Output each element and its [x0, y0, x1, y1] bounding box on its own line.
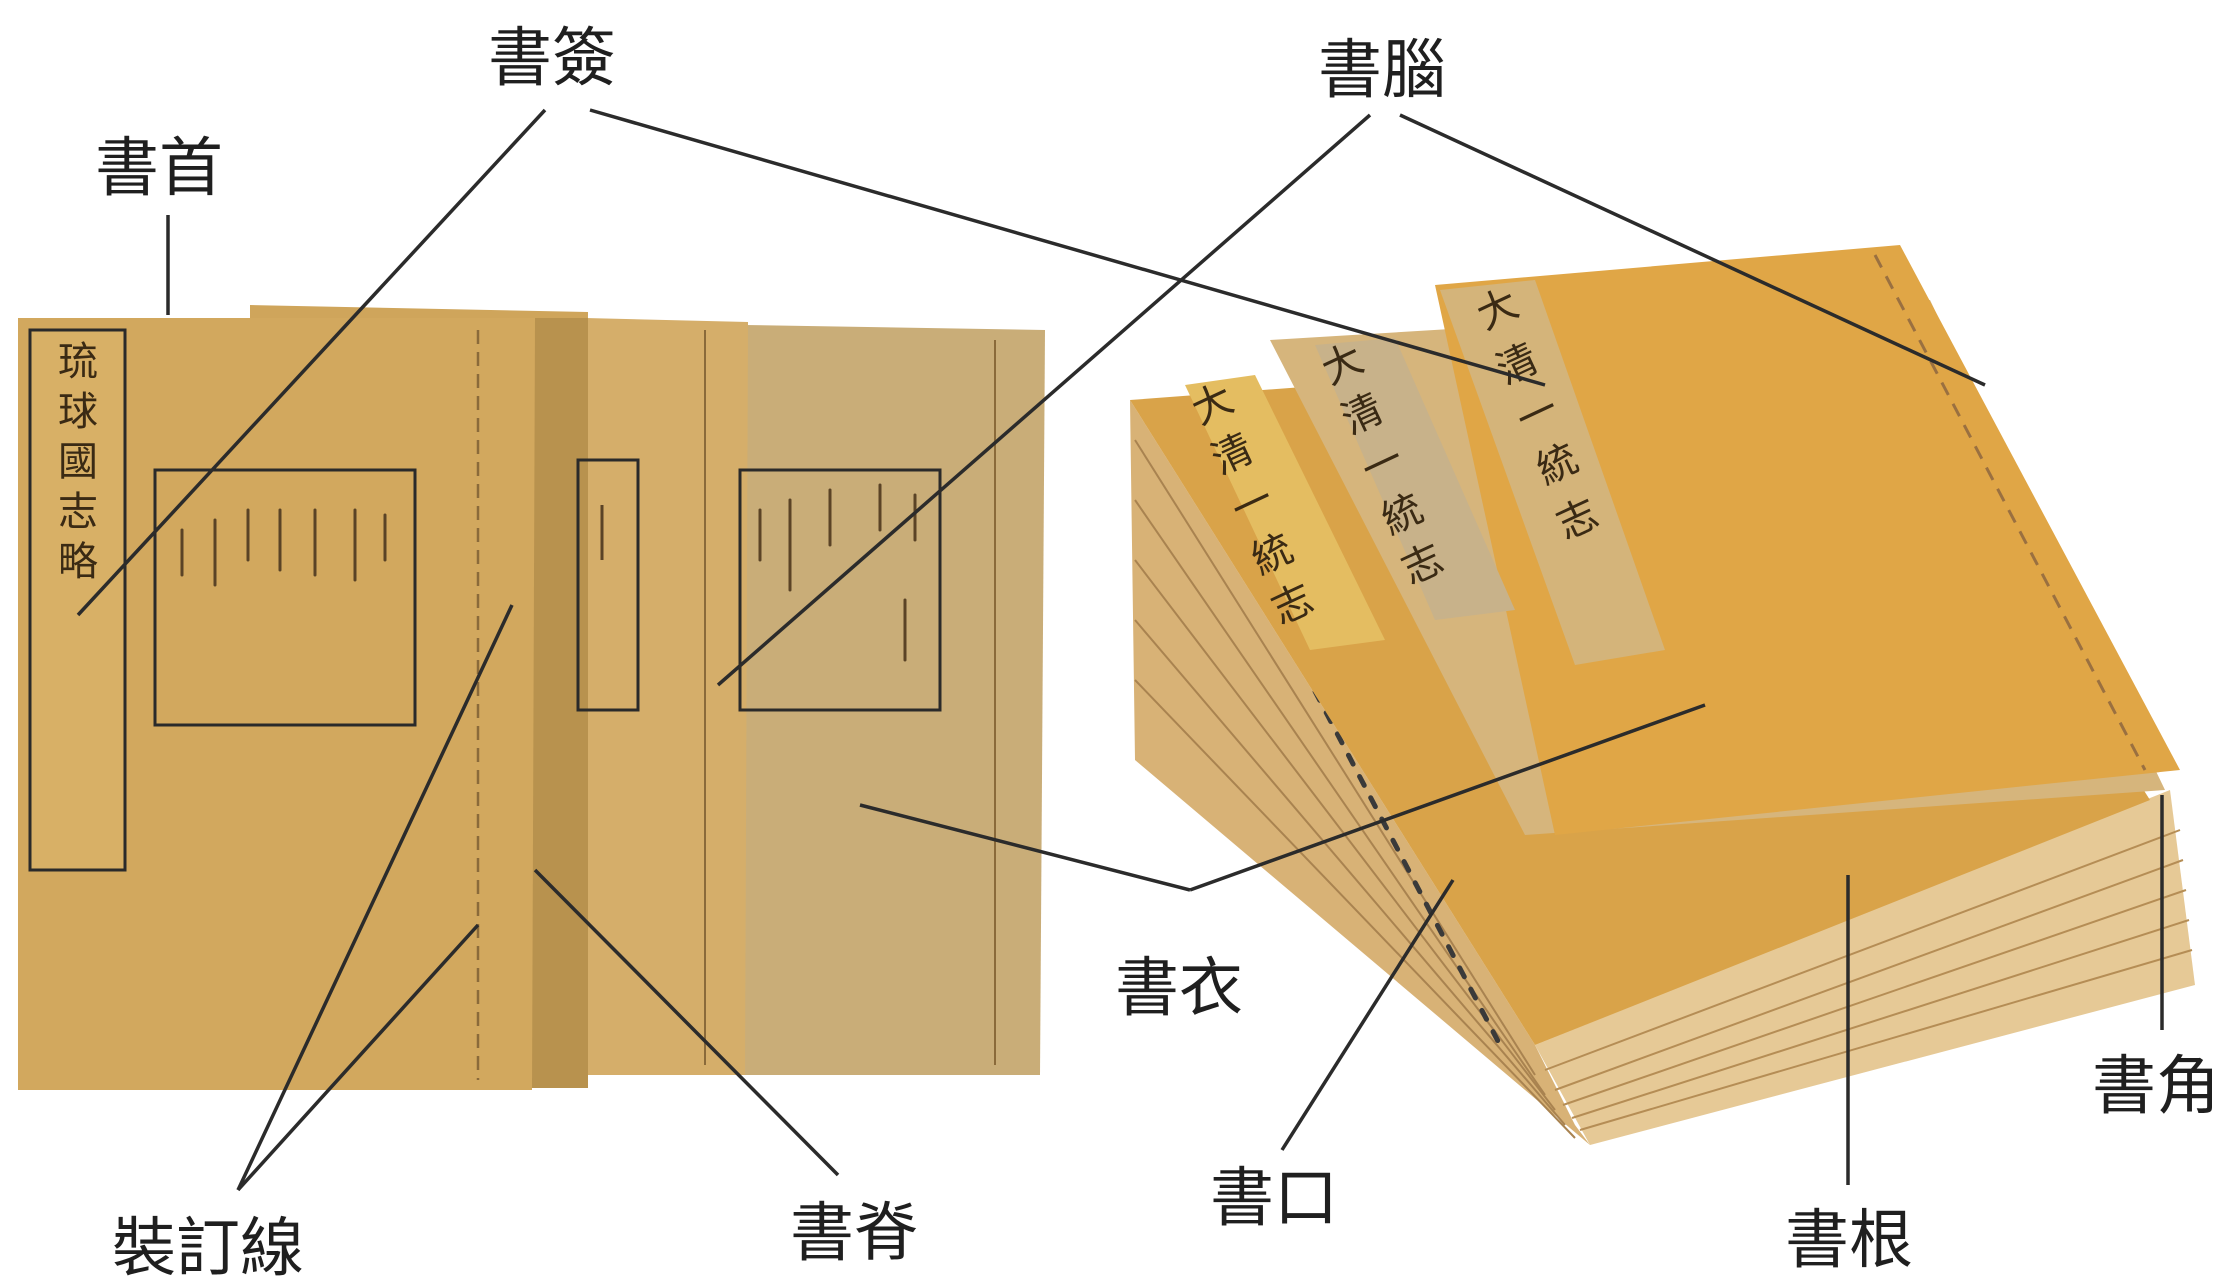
contents-box-marks: [180, 508, 387, 587]
label-shu-shou: 書首: [95, 132, 223, 206]
contents-box-second: [576, 458, 640, 712]
contents-box-back: [738, 468, 942, 712]
label-shu-yi: 書衣: [1115, 952, 1243, 1026]
left-book-stack: 琉 球 國 志 略: [18, 305, 1045, 1090]
leader-zhuang-ding-left: [236, 604, 514, 1191]
leader-shu-qian-right: [589, 108, 1546, 387]
stack-tail-stripes: [1544, 829, 2193, 1131]
leader-zhuang-ding-right: [236, 923, 480, 1192]
title-slip-top: [1440, 280, 1665, 665]
title-slip-char: 志: [58, 489, 98, 535]
stitch-line-top-book: [1873, 254, 2147, 771]
stack-tail-edge: [1535, 790, 2195, 1145]
leader-lines: [76, 108, 2164, 1192]
title-slip-bottom: [1185, 375, 1385, 650]
book-cover-front: [18, 318, 535, 1090]
leader-shu-qian-left: [76, 108, 547, 617]
part-labels: 書首 書簽 書腦 書衣 裝訂線 書脊 書口 書根 書角: [95, 22, 2220, 1280]
stack-cover-top: [1435, 245, 2180, 835]
label-shu-nao: 書腦: [1318, 34, 1446, 108]
leader-shu-nao-left: [716, 113, 1372, 687]
leader-shu-ji: [533, 868, 840, 1177]
right-book-stack: 大 清 一 統 志 大 清 一 統 志 大 清 一 統 志: [1130, 245, 2195, 1145]
title-slip-char: 琉: [58, 339, 98, 385]
label-shu-ji: 書脊: [790, 1197, 918, 1271]
label-zhuang-ding-xian: 裝訂線: [112, 1212, 304, 1280]
label-shu-jiao: 書角: [2092, 1050, 2220, 1124]
leader-shu-kou: [1280, 879, 1455, 1151]
title-slip-char: 略: [58, 539, 98, 585]
title-slip-text: 琉 球 國 志 略: [58, 339, 98, 585]
stack-fore-edge: [1130, 400, 1590, 1145]
book-cover-back: [745, 325, 1045, 1075]
leader-shu-yi-left: [859, 803, 1191, 892]
book-cover-third: [585, 318, 748, 1075]
contents-box-front: [153, 468, 417, 727]
label-shu-kou: 書口: [1210, 1162, 1338, 1236]
title-slip-char: 國: [58, 439, 98, 485]
leader-shu-nao-right: [1399, 113, 1986, 387]
title-slip-char: 球: [58, 389, 98, 435]
leader-shu-yi-right: [1189, 703, 1706, 892]
label-shu-gen: 書根: [1785, 1204, 1913, 1278]
title-slip: [28, 328, 127, 872]
label-shu-qian: 書簽: [488, 22, 616, 96]
title-slip-middle: [1315, 338, 1515, 620]
